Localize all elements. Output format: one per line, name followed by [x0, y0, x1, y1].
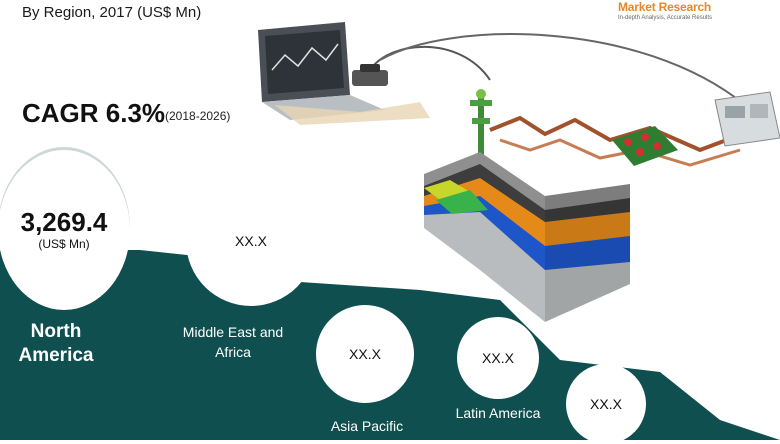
region-value: XX.X — [482, 350, 514, 366]
reservoir-block-icon — [424, 152, 630, 322]
manifold-icon — [612, 126, 678, 166]
region-label-asia-pacific: Asia Pacific — [330, 418, 404, 434]
region-value: XX.X — [235, 233, 267, 249]
processing-unit-icon — [714, 91, 780, 147]
region-value: XX.X — [349, 346, 381, 362]
cagr-period: (2018-2026) — [165, 109, 231, 123]
chart-subtitle: By Region, 2017 (US$ Mn) — [22, 4, 202, 21]
region-unit: (US$ Mn) — [38, 237, 90, 251]
region-circle-middle-east-africa: XX.X — [186, 176, 316, 306]
region-value: 3,269.4 — [20, 207, 108, 237]
laptop-icon — [258, 22, 430, 125]
sensor-box-icon — [352, 64, 388, 86]
region-label-latin-america: Latin America — [455, 405, 541, 421]
region-label-middle-east-africa: Middle East and Africa — [182, 324, 284, 360]
wellhead-icon — [470, 89, 492, 160]
region-circle-asia-pacific: XX.X — [316, 305, 414, 403]
region-circle-north-america: 3,269.4 (US$ Mn) — [0, 150, 130, 310]
brand-tagline: In-depth Analysis, Accurate Results — [618, 15, 713, 21]
brand-logo: Market Research In-depth Analysis, Accur… — [618, 0, 778, 21]
region-value: XX.X — [590, 396, 622, 412]
region-circle-europe: XX.X — [566, 364, 646, 444]
region-circle-latin-america: XX.X — [457, 317, 539, 399]
brand-name: Market Research — [618, 0, 712, 14]
region-label-north-america: North America — [18, 321, 94, 366]
cagr-label: CAGR 6.3% — [22, 98, 166, 128]
